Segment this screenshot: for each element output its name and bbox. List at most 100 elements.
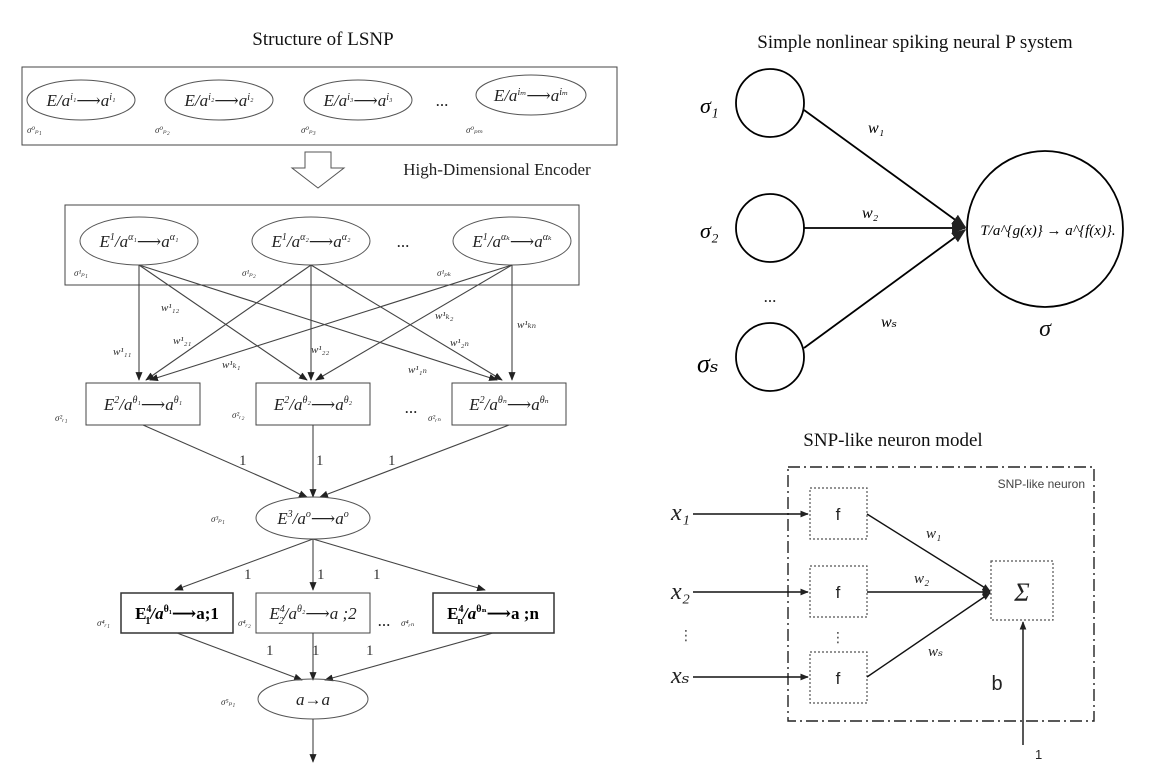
layer1-ellipsis: ...	[397, 232, 410, 251]
layer1-to-layer2-connections	[135, 264, 516, 381]
layer2-neuron-1: E2/aθ₁⟶aθ₁	[85, 382, 201, 426]
input-neuron-sigma1	[735, 68, 805, 138]
hollow-down-arrow-icon	[290, 151, 346, 189]
weight-w11: w¹₁₁	[113, 346, 131, 358]
weight-wkn: w¹ₖₙ	[517, 319, 536, 331]
edge-label-one-i: 1	[366, 643, 374, 659]
layer4-sigma-1: σ⁴ᵣ₁	[97, 618, 110, 628]
edge-label-one-b: 1	[316, 453, 324, 469]
layer3-neuron: E3/ao⟶ao	[255, 496, 371, 540]
lsnp-title: Structure of LSNP	[252, 29, 393, 50]
input-ellipsis: ...	[436, 91, 449, 110]
f-box-1	[809, 487, 868, 540]
neuron-weight-w1: w₁	[926, 526, 941, 542]
edge-label-one-a: 1	[239, 453, 247, 469]
edge-label-one-h: 1	[312, 643, 320, 659]
input-neuron-m: E/aiₘ⟶aiₘ	[475, 74, 587, 116]
bias-label: b	[991, 673, 1002, 695]
snp-connections	[803, 109, 967, 349]
encoder-label: High-Dimensional Encoder	[403, 160, 591, 179]
input-neuron-sigma2	[735, 193, 805, 263]
output-sigma-label: σ	[1039, 316, 1052, 342]
weight-w22: w¹₂₂	[311, 344, 329, 356]
snp-like-box-label: SNP-like neuron	[998, 477, 1085, 491]
snp-weight-w1: w₁	[868, 120, 884, 137]
neuron-weight-ws: wₛ	[928, 644, 943, 660]
output-rule: a→a	[296, 690, 330, 709]
layer1-sigma-k: σ¹ₚₖ	[437, 268, 452, 278]
layer1-box	[64, 204, 580, 286]
layer2-ellipsis: ...	[405, 398, 418, 417]
snp-ellipsis: ...	[764, 287, 777, 306]
label-sigma2: σ₂	[700, 218, 719, 243]
input-x1: x₁	[670, 500, 690, 526]
f-label-1: f	[836, 505, 841, 524]
edge-label-one-c: 1	[388, 453, 396, 469]
edge-label-one-e: 1	[317, 567, 325, 583]
label-sigma1: σ₁	[700, 93, 719, 118]
layer2-neuron-2: E2/aθ₂⟶aθ₂	[255, 382, 371, 426]
layer4-sigma-n: σ⁴ᵣₙ	[401, 618, 415, 628]
input-x2: x₂	[670, 579, 690, 605]
snp-weight-w2: w₂	[862, 205, 879, 222]
weight-w2n: w¹₂ₙ	[450, 337, 469, 349]
input-rule-3: E/ai₃⟶ai₃	[322, 91, 393, 110]
layer3-to-layer4-connections	[174, 538, 486, 592]
layer2-to-layer3-connections	[142, 424, 510, 498]
layer3-sigma: σ³ₚ₁	[211, 514, 225, 524]
input-rule-1: E/ai₁⟶ai₁	[45, 91, 115, 110]
edge-label-one-g: 1	[266, 643, 274, 659]
input-neuron-3: E/ai₃⟶ai₃	[303, 79, 413, 121]
layer4-sigma-2: σ⁴ᵣ₂	[238, 618, 251, 628]
snp-like-neuron-model: SNP-like neuron model SNP-like neuron f …	[670, 430, 1095, 762]
weight-w12: w¹₁₂	[161, 302, 179, 314]
sum-box	[990, 560, 1054, 621]
f-vdots: ⋮	[831, 629, 845, 645]
layer2-sigma-2: σ²ᵣ₂	[232, 410, 244, 420]
input-vdots: ⋮	[679, 627, 693, 643]
layer1-rule-k: E1/aαₖ⟶aαₖ	[471, 232, 552, 251]
snp-like-title: SNP-like neuron model	[803, 430, 982, 451]
input-neuron-2: E/ai₂⟶ai₂	[164, 79, 274, 121]
layer1-weights: w¹₁₁ w¹₁₂ w¹₂₁ w¹ₖ₁ w¹₂₂ w¹₁ₙ w¹ₖ₂ w¹₂ₙ …	[113, 302, 536, 376]
input-sigma-2: σ⁰ₚ₂	[155, 125, 170, 135]
layer1-rule-1: E1/aα₁⟶aα₁	[99, 232, 179, 251]
layer1-sigma-2: σ¹ₚ₂	[242, 268, 256, 278]
snp-weight-ws: wₛ	[881, 314, 897, 331]
layer2-rule-n: E2/aθₙ⟶aθₙ	[468, 395, 548, 414]
weight-w1n: w¹₁ₙ	[408, 364, 427, 376]
f-box-2	[809, 565, 868, 618]
output-neuron: a→a	[257, 678, 369, 720]
layer4-ellipsis: ...	[378, 611, 391, 630]
layer2-sigma-n: σ²ᵣₙ	[428, 413, 441, 423]
layer1-neuron-k: E1/aαₖ⟶aαₖ	[452, 216, 572, 266]
input-sigma-m: σ⁰ₚₘ	[466, 125, 483, 135]
layer2-rule-1: E2/aθ₁⟶aθ₁	[103, 395, 182, 414]
snp-rule: T/a^{g(x)} → a^{f(x)}.	[980, 223, 1115, 239]
sum-icon: Σ	[1013, 578, 1030, 607]
lsnp-structure: Structure of LSNP E/ai₁⟶ai₁ σ⁰ₚ₁ E/ai₂⟶a…	[21, 29, 618, 763]
output-sigma: σ⁵ₚ₁	[221, 697, 235, 707]
input-rule-2: E/ai₂⟶ai₂	[183, 91, 254, 110]
weight-wk2: w¹ₖ₂	[435, 310, 454, 322]
layer1-neuron-1: E1/aα₁⟶aα₁	[79, 216, 199, 266]
input-sigma-3: σ⁰ₚ₃	[301, 125, 316, 135]
label-sigmas: σₛ	[697, 349, 719, 378]
neuron-weight-w2: w₂	[914, 571, 929, 587]
input-sigma-1: σ⁰ₚ₁	[27, 125, 42, 135]
layer1-rule-2: E1/aα₂⟶aα₂	[271, 232, 351, 251]
output-neuron-sigma	[966, 150, 1124, 308]
input-neuron-sigmas	[735, 322, 805, 392]
input-xs: xₛ	[670, 663, 690, 689]
snp-like-connections	[693, 510, 1027, 745]
f-label-s: f	[836, 669, 841, 688]
layer1-neuron-2: E1/aα₂⟶aα₂	[251, 216, 371, 266]
weight-w21: w¹₂₁	[173, 335, 191, 347]
edge-label-one-d: 1	[244, 567, 252, 583]
edge-label-one-f: 1	[373, 567, 381, 583]
input-layer-box	[21, 66, 618, 146]
